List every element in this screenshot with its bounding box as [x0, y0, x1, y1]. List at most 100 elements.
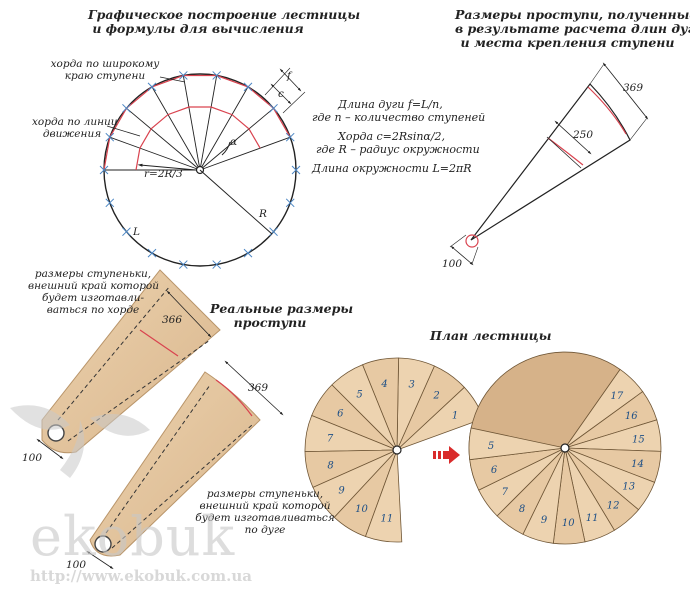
- dim-369-arc-line: [224, 360, 284, 416]
- arc-step-dashed-edge: [105, 384, 211, 534]
- plan-step-number: 10: [355, 504, 368, 515]
- construction-title-line1: Графическое построение лестницы: [88, 7, 361, 22]
- dim-100-top: 100: [442, 258, 463, 270]
- chord-wide-line1: хорда по широкому: [50, 58, 160, 70]
- division-marks: [99, 71, 301, 269]
- formula-arc: Длина дуги f=L/n,: [338, 98, 443, 111]
- dim-366: 366: [162, 314, 183, 326]
- radial-spoke: [199, 107, 274, 171]
- sizes-title: Размеры проступи, полученные в результат…: [455, 7, 690, 50]
- plan-title: План лестницы: [430, 328, 552, 343]
- real-title: Реальные размеры проступи: [210, 301, 354, 330]
- dim-f-line: [279, 68, 302, 92]
- division-cross: [105, 198, 115, 208]
- alpha-arc: [221, 141, 231, 156]
- division-cross: [105, 132, 115, 142]
- arc-made-line3: будет изготавливаться: [195, 512, 335, 524]
- division-cross: [212, 260, 222, 269]
- plan-step-number: 17: [611, 391, 624, 402]
- sized-step-figure: [449, 62, 649, 266]
- plan-step-number: 5: [488, 441, 494, 452]
- dim-100-line: [450, 245, 474, 266]
- radial-spoke: [126, 107, 201, 171]
- chord-motion-line1: хорда по линии: [32, 116, 118, 128]
- arrow-icon: [433, 446, 460, 464]
- leader-chord-motion: [106, 125, 141, 137]
- plan-step-number: 9: [541, 515, 548, 526]
- division-cross: [269, 227, 278, 237]
- formula-block: Длина дуги f=L/n, где n – количество сту…: [312, 98, 486, 175]
- arc-made-note: размеры ступеньки, внешний край которой …: [190, 488, 340, 536]
- arc-made-line1: размеры ступеньки,: [206, 488, 324, 500]
- plan-step-sector: [364, 449, 403, 543]
- division-cross: [99, 165, 109, 175]
- plan-center-post: [392, 445, 402, 455]
- formula-circumference: Длина окружности L=2πR: [312, 162, 472, 175]
- sizes-title-line3: и места крепления ступени: [460, 35, 675, 50]
- sized-step-red-arc-top: [587, 86, 627, 135]
- radial-spoke: [199, 136, 291, 171]
- radial-spokes: [104, 75, 291, 171]
- division-cross: [243, 82, 253, 92]
- chord-made-line4: ваться по хорде: [46, 304, 140, 316]
- real-title-line1: Реальные размеры: [210, 301, 354, 316]
- division-cross: [243, 248, 253, 258]
- chord-motion-line2: движения: [42, 128, 102, 140]
- plan-step-number: 5: [356, 389, 362, 400]
- dim-100-arc-line: [86, 550, 114, 570]
- chord-step-red-line: [139, 329, 179, 357]
- watermark-brand: ekobuk: [30, 505, 236, 568]
- plan-step-number: 6: [337, 409, 344, 420]
- chord-step-dashed-edge: [57, 285, 171, 421]
- sized-step-outline: [470, 83, 631, 241]
- plan-step-number: 11: [586, 513, 599, 524]
- plan-step-number: 14: [631, 459, 644, 470]
- label-L: L: [133, 226, 140, 238]
- dim-369-top: 369: [623, 82, 644, 94]
- plan-step-number: 11: [381, 513, 394, 524]
- plan-step-number: 6: [491, 465, 498, 476]
- plan-step-number: 13: [622, 482, 635, 493]
- chord-motion-label: хорда по линии движения: [32, 116, 118, 140]
- plan-step-sector: [468, 427, 566, 461]
- dim-100-arc: 100: [66, 559, 87, 571]
- plan-step-number: 16: [625, 411, 638, 422]
- formula-chord: Хорда c=2Rsinα/2,: [338, 130, 446, 143]
- plan-step-number: 9: [338, 486, 345, 497]
- plan-center-post: [560, 443, 570, 453]
- construction-title-line2: и формулы для вычисления: [92, 21, 304, 36]
- real-title-line2: проступи: [233, 315, 307, 330]
- division-cross: [147, 248, 157, 258]
- arc-made-line4: по дуге: [244, 524, 286, 536]
- plan-step-number: 10: [562, 518, 575, 529]
- inner-chords-line: [135, 106, 261, 171]
- division-cross: [212, 71, 222, 80]
- watermark-url: http://www.ekobuk.com.ua: [30, 567, 253, 585]
- division-cross: [285, 198, 295, 208]
- chord-made-line3: будет изготавли-: [41, 292, 145, 304]
- plan-step-number: 3: [409, 380, 415, 391]
- dim-250: 250: [573, 129, 594, 141]
- construction-figure: [99, 67, 306, 269]
- division-cross: [122, 227, 131, 237]
- arc-step-board: [86, 360, 284, 570]
- dim-369-top-line: [602, 62, 649, 120]
- leader-chord-wide: [159, 76, 186, 83]
- sizes-title-line1: Размеры проступи, полученные: [455, 7, 690, 22]
- plan-step-number: 2: [432, 391, 439, 402]
- division-cross: [291, 165, 301, 175]
- formula-arc-note: где n – количество ступеней: [312, 111, 486, 124]
- division-cross: [178, 71, 188, 80]
- label-R: R: [259, 208, 267, 220]
- chord-wide-label: хорда по широкому краю ступени: [50, 58, 160, 82]
- radius-R-line: [199, 169, 273, 235]
- dim-366-line: [166, 290, 212, 338]
- plan-step-number: 12: [607, 500, 620, 511]
- chord-made-line2: внешний край которой: [28, 280, 159, 292]
- radial-spoke: [182, 75, 201, 171]
- dim-100-chord: 100: [22, 452, 43, 464]
- plan-step-number: 1: [452, 411, 458, 422]
- watermark-leaf-icon: [10, 405, 150, 478]
